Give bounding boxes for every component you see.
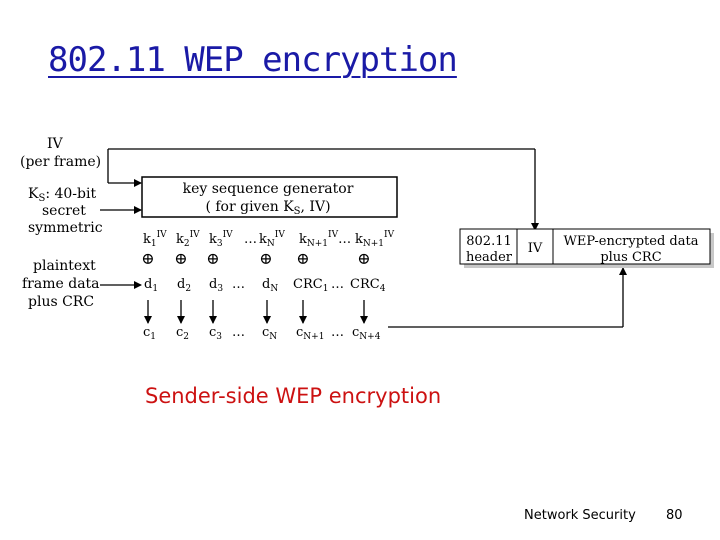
key-k3: k3IV	[209, 230, 233, 249]
plus-crc-label: plus CRC	[28, 294, 94, 310]
frame-data-label: frame data	[22, 276, 100, 292]
key-sequence-generator-box	[141, 176, 398, 218]
data-dots-1: …	[232, 277, 245, 292]
secret-label: secret	[42, 203, 86, 219]
cipher-cN: cN	[262, 325, 277, 342]
xor-symbol-1: ⊕	[141, 249, 154, 268]
key-kN4: kN+1IV	[355, 230, 395, 249]
slide-title: 802.11 WEP encryption	[48, 40, 458, 80]
frame-header-line2: header	[466, 250, 513, 265]
generator-label-line2: ( for given KS, IV)	[205, 199, 330, 217]
key-k2: k2IV	[176, 230, 200, 249]
cipher-cN1: cN+1	[296, 325, 324, 342]
generator-label-line1: key sequence generator	[183, 181, 354, 197]
xor-symbol-n1: ⊕	[296, 249, 309, 268]
data-d3: d3	[209, 277, 223, 294]
footer-label: Network Security	[524, 508, 636, 523]
data-d2: d2	[177, 277, 191, 294]
data-dots-2: …	[331, 277, 344, 292]
frame-payload-line2: plus CRC	[600, 250, 661, 265]
symmetric-label: symmetric	[28, 220, 103, 236]
data-crc1: CRC1	[293, 277, 328, 294]
iv-label: IV	[47, 136, 64, 152]
xor-symbol-3: ⊕	[206, 249, 219, 268]
data-d1: d1	[144, 277, 158, 294]
frame-iv: IV	[528, 241, 543, 256]
xor-symbol-2: ⊕	[174, 249, 187, 268]
cipher-dots-1: …	[232, 325, 245, 340]
xor-symbol-n4: ⊕	[357, 249, 370, 268]
per-frame-label: (per frame)	[20, 154, 101, 170]
diagram-caption: Sender-side WEP encryption	[145, 384, 442, 408]
cipher-c1: c1	[143, 325, 156, 342]
page-number: 80	[666, 508, 683, 523]
plaintext-label: plaintext	[33, 258, 96, 274]
ks-label: KS: 40-bit	[28, 186, 96, 204]
frame-header-line1: 802.11	[466, 234, 512, 249]
data-crc4: CRC4	[350, 277, 386, 294]
key-kN: …kNIV	[244, 230, 285, 249]
xor-symbol-n: ⊕	[259, 249, 272, 268]
cipher-cN4: cN+4	[352, 325, 381, 342]
data-dN: dN	[262, 277, 278, 294]
frame-box	[459, 228, 711, 265]
frame-payload-line1: WEP-encrypted data	[564, 234, 699, 249]
cipher-dots-2: …	[331, 325, 344, 340]
key-kN1: kN+1IV…	[299, 230, 351, 249]
key-k1: k1IV	[143, 230, 167, 249]
cipher-c2: c2	[176, 325, 189, 342]
cipher-c3: c3	[209, 325, 222, 342]
